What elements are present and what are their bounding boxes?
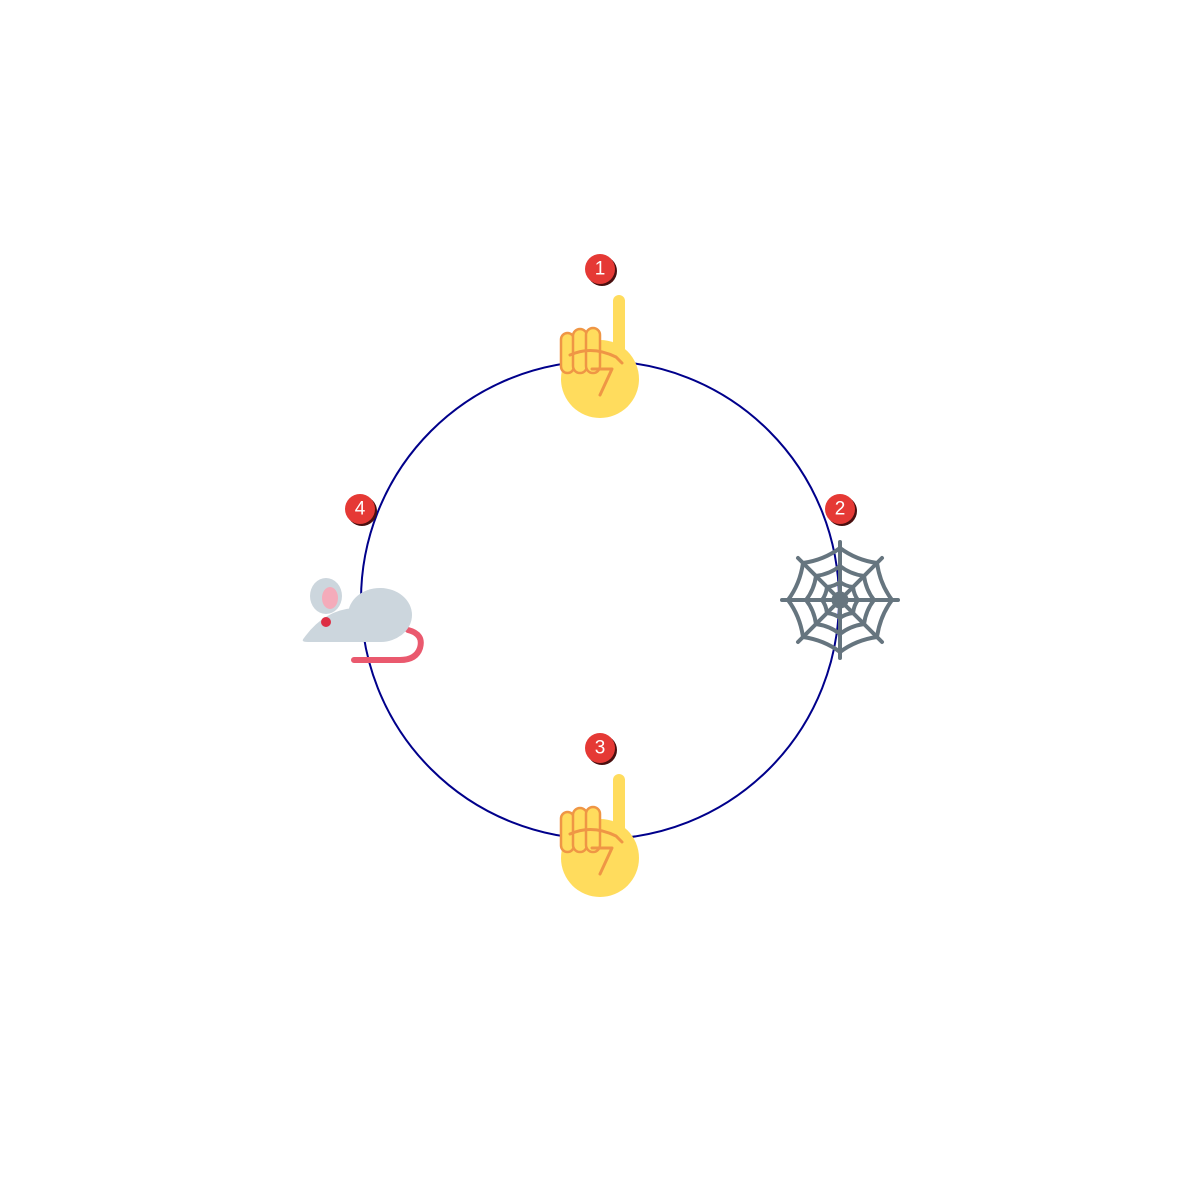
backhand-index-pointing-up-icon	[559, 293, 641, 420]
step-badge: 2	[825, 494, 857, 526]
node-1: 1	[559, 254, 641, 420]
step-badge: 4	[345, 494, 377, 526]
node-2: 2	[780, 494, 900, 660]
spider-web-icon	[780, 540, 900, 660]
step-badge: 1	[585, 254, 617, 286]
step-number: 2	[835, 499, 846, 520]
step-number: 4	[355, 499, 366, 520]
cycle-ring	[360, 360, 840, 840]
step-badge: 3	[585, 733, 617, 765]
step-number: 1	[595, 259, 606, 280]
node-4: 4	[303, 494, 421, 660]
step-number: 3	[595, 738, 606, 759]
backhand-index-pointing-up-icon	[559, 772, 641, 899]
node-3: 3	[559, 733, 641, 899]
